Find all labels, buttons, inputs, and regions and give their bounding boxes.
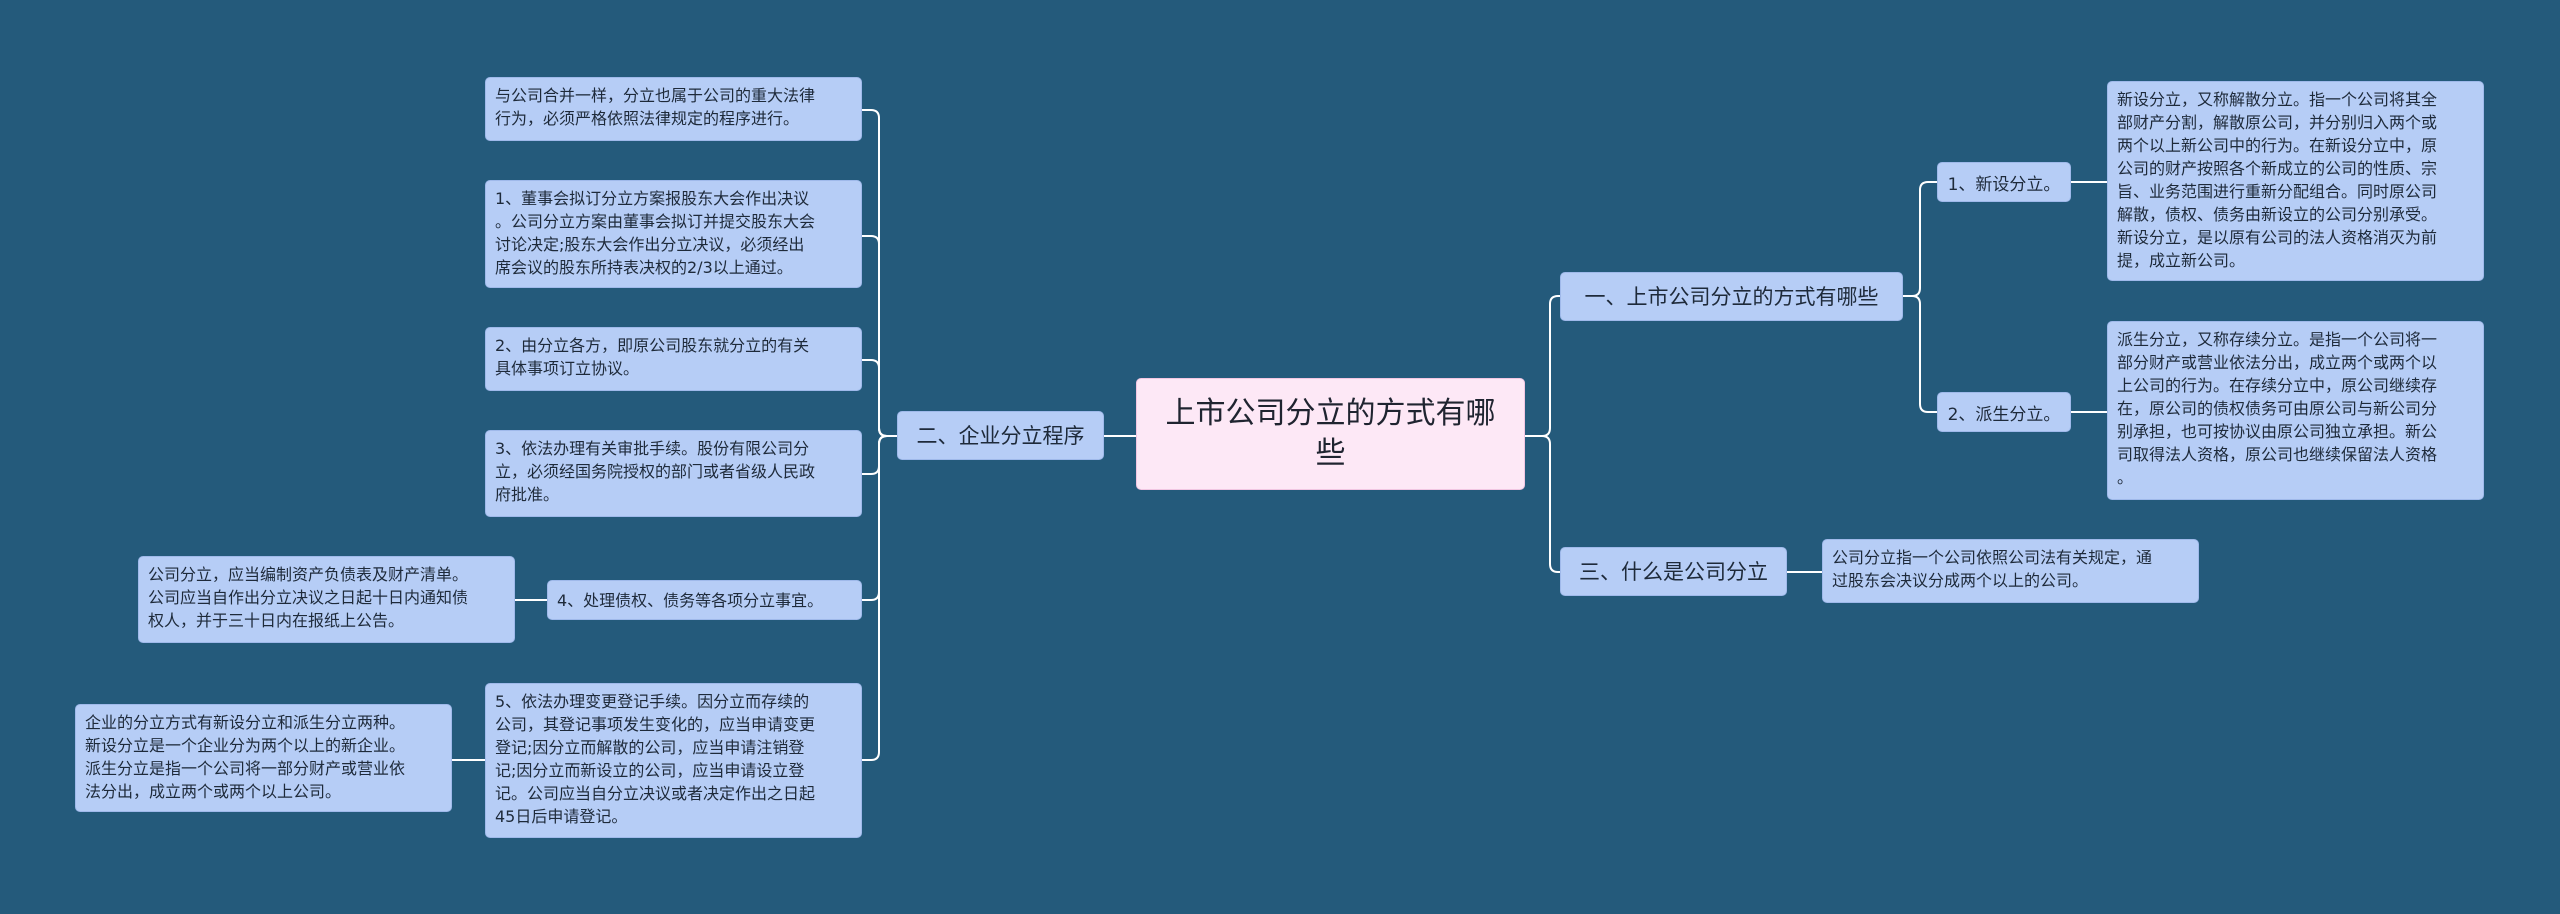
procedure-item-3[interactable]: 3、依法办理有关审批手续。股份有限公司分 立，必须经国务院授权的部门或者省级人民… bbox=[485, 430, 862, 517]
procedure-item-1[interactable]: 1、董事会拟订分立方案报股东大会作出决议 。公司分立方案由董事会拟订并提交股东大… bbox=[485, 180, 862, 288]
procedure-item-2[interactable]: 2、由分立各方，即原公司股东就分立的有关 具体事项订立协议。 bbox=[485, 327, 862, 391]
link-proc-item5 bbox=[861, 435, 898, 761]
subtopic-new-split-label: 1、新设分立。 bbox=[1947, 174, 2061, 195]
procedure-item-4[interactable]: 4、处理债权、债务等各项分立事宜。 bbox=[547, 580, 862, 620]
link-proc-item2 bbox=[861, 359, 898, 437]
branch-what-is-split[interactable]: 三、什么是公司分立 bbox=[1560, 547, 1787, 596]
procedure-item-5[interactable]: 5、依法办理变更登记手续。因分立而存续的 公司，其登记事项发生变化的，应当申请变… bbox=[485, 683, 862, 838]
procedure-item-intro[interactable]: 与公司合并一样，分立也属于公司的重大法律 行为，必须严格依照法律规定的程序进行。 bbox=[485, 77, 862, 141]
branch-what-is-split-label: 三、什么是公司分立 bbox=[1579, 559, 1768, 584]
root-topic-label: 上市公司分立的方式有哪些 bbox=[1165, 396, 1496, 471]
subtopic-new-split[interactable]: 1、新设分立。 bbox=[1937, 162, 2071, 202]
link-root-methods bbox=[1524, 295, 1561, 437]
branch-split-procedure[interactable]: 二、企业分立程序 bbox=[897, 411, 1104, 460]
root-topic[interactable]: 上市公司分立的方式有哪些 bbox=[1136, 378, 1525, 490]
link-methods-derived bbox=[1902, 295, 1938, 413]
subtopic-derived-split[interactable]: 2、派生分立。 bbox=[1937, 392, 2071, 432]
link-methods-new bbox=[1902, 181, 1938, 297]
branch-split-methods[interactable]: 一、上市公司分立的方式有哪些 bbox=[1560, 272, 1903, 321]
procedure-item-4-detail[interactable]: 公司分立，应当编制资产负债表及财产清单。 公司应当自作出分立决议之日起十日内通知… bbox=[138, 556, 515, 643]
branch-split-procedure-label: 二、企业分立程序 bbox=[916, 423, 1085, 448]
branch-split-methods-label: 一、上市公司分立的方式有哪些 bbox=[1584, 284, 1879, 309]
subtopic-derived-split-label: 2、派生分立。 bbox=[1947, 404, 2061, 425]
detail-new-split[interactable]: 新设分立，又称解散分立。指一个公司将其全 部财产分割，解散原公司，并分别归入两个… bbox=[2107, 81, 2484, 281]
detail-derived-split[interactable]: 派生分立，又称存续分立。是指一个公司将一 部分财产或营业依法分出，成立两个或两个… bbox=[2107, 321, 2484, 500]
detail-what-is-split[interactable]: 公司分立指一个公司依照公司法有关规定，通 过股东会决议分成两个以上的公司。 bbox=[1822, 539, 2199, 603]
link-root-definition bbox=[1524, 435, 1561, 573]
procedure-item-5-detail[interactable]: 企业的分立方式有新设分立和派生分立两种。 新设分立是一个企业分为两个以上的新企业… bbox=[75, 704, 452, 812]
